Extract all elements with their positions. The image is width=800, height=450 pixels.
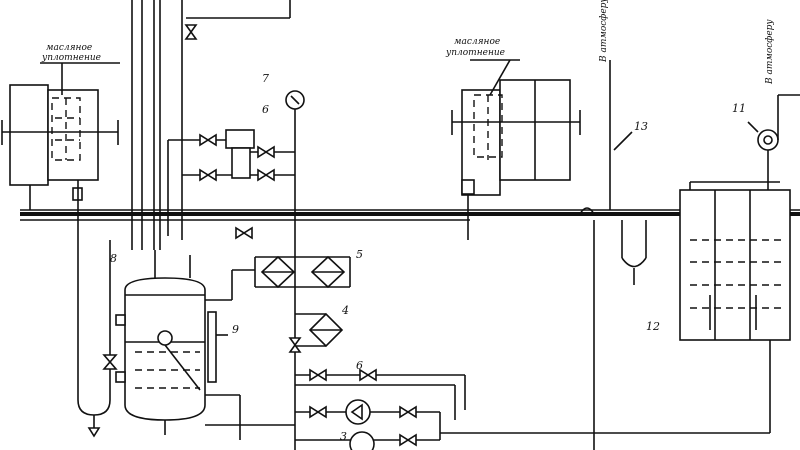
filter-6 [167,129,295,236]
cooler-5-right [255,255,351,289]
main-header-pipe [20,209,800,221]
label-13: 13 [634,120,648,133]
seal-left-caption-2: уплотнение [41,53,101,63]
seal-left-caption-1: масляное [46,43,92,53]
left-drain-loop [72,180,118,438]
seal-right-caption-1: масляное [454,37,500,47]
tank-outlet-piping [205,269,295,440]
level-gauge-9 [207,311,228,383]
label-9: 9 [232,323,239,336]
atm-middle-caption: В атмосферу [599,0,609,63]
seal-right-caption-2: уплотнение [445,48,505,58]
label-6b: 6 [356,359,363,372]
label-12: 12 [646,320,660,333]
label-4: 4 [341,304,349,317]
line-valves [184,24,417,447]
label-7: 7 [262,72,269,85]
pump-lines [295,340,771,441]
gauge-7 [285,90,305,450]
right-seal-unit [451,59,581,240]
vertical-supply-pipes [131,0,291,250]
fan-11 [747,94,800,190]
tank-12 [679,181,791,341]
vent-line-13 [579,60,647,450]
left-seal-unit [1,62,120,210]
cooler-5-left [254,255,296,289]
atm-right-caption: В атмосферу [765,19,775,85]
label-6: 6 [262,103,269,116]
pump-3 [345,399,375,450]
label-5: 5 [356,248,363,261]
cooler-4 [295,312,344,348]
label-11: 11 [732,102,746,115]
oil-tank-8 [115,250,206,435]
label-3: 3 [340,430,347,443]
label-8: 8 [110,252,117,265]
